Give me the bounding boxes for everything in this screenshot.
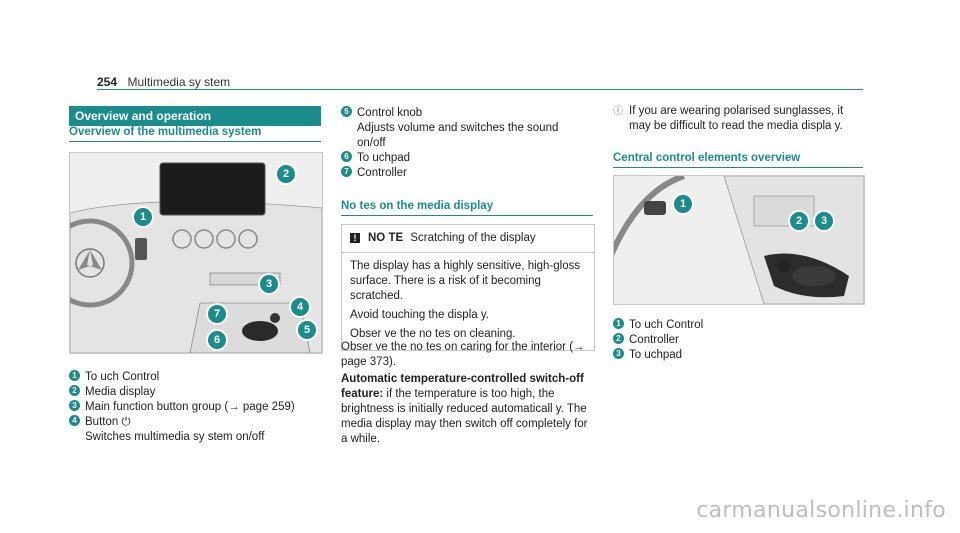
list-item: 3 Main function button group (→ page 259) bbox=[69, 400, 321, 415]
item-number-badge: 5 bbox=[341, 106, 352, 117]
item-text: Control knob bbox=[357, 107, 423, 119]
col3-heading-rule bbox=[613, 167, 863, 168]
item-number-badge: 2 bbox=[613, 333, 624, 344]
item-number-badge: 4 bbox=[69, 415, 80, 426]
info-text: If you are wearing polarised sunglasses,… bbox=[629, 105, 844, 132]
col1-heading-rule bbox=[69, 141, 321, 142]
callout-3: 3 bbox=[813, 210, 835, 232]
col1-item-list: 1 To uch Control 2 Media display 3 Main fun… bbox=[69, 370, 321, 445]
note-body: The display has a highly sensitive, high… bbox=[342, 253, 594, 350]
col3-item-list: 1 To uch Control 2 Controller 3 To uchpad bbox=[613, 318, 863, 363]
list-item: 3 To uchpad bbox=[613, 348, 863, 363]
list-item: 1 To uch Control bbox=[613, 318, 863, 333]
list-item: 6 To uchpad bbox=[341, 151, 593, 166]
list-item-continuation: on/off bbox=[357, 137, 386, 149]
header-rule bbox=[97, 89, 863, 90]
list-item: 2 Controller bbox=[613, 333, 863, 348]
item-number-badge: 3 bbox=[69, 400, 80, 411]
item-number-badge: 2 bbox=[69, 385, 80, 396]
console-drawing bbox=[614, 176, 864, 304]
callout-3: 3 bbox=[258, 273, 280, 295]
callout-2: 2 bbox=[275, 163, 297, 185]
note-paragraph: The display has a highly sensitive, high… bbox=[350, 260, 581, 302]
item-number-badge: 1 bbox=[613, 318, 624, 329]
notes-heading: No tes on the media display bbox=[341, 200, 494, 212]
item-text: Media display bbox=[85, 386, 156, 398]
callout-2: 2 bbox=[788, 210, 810, 232]
item-text: Switches multimedia sy stem on/off bbox=[85, 431, 265, 443]
dashboard-illustration: 1 2 3 4 5 6 7 bbox=[69, 152, 323, 354]
paragraph-bold-lead: Automatic temperature-controlled switch-… bbox=[341, 373, 584, 400]
page-number: 254 bbox=[97, 75, 118, 89]
item-text: Main function button group (→ page 259) bbox=[85, 401, 295, 413]
callout-4: 4 bbox=[289, 296, 311, 318]
note-header: ! NO TE Scratching of the display bbox=[342, 225, 594, 253]
note-label: NO TE bbox=[368, 232, 404, 244]
callout-1: 1 bbox=[132, 206, 154, 228]
list-item: 2 Media display bbox=[69, 385, 321, 400]
list-item-continuation: Adjusts volume and switches the sound bbox=[357, 122, 559, 134]
watermark: carmanualsonline.info bbox=[696, 498, 946, 523]
item-text: Controller bbox=[357, 167, 407, 179]
list-item-continuation: Switches multimedia sy stem on/off bbox=[69, 430, 321, 445]
note-paragraph: Avoid touching the displa y. bbox=[350, 309, 489, 321]
note-paragraph: Obser ve the no tes on cleaning. bbox=[350, 328, 516, 340]
section-title: Multimedia sy stem bbox=[127, 75, 231, 89]
paragraph-text: if the temperature is too high, the brig… bbox=[341, 388, 588, 445]
col2-paragraph-b: Automatic temperature-controlled switch-… bbox=[341, 372, 593, 447]
col1-heading: Overview of the multimedia system bbox=[69, 126, 262, 138]
item-text: To uchpad bbox=[357, 152, 411, 164]
section-bar-label: Overview and operation bbox=[75, 109, 212, 123]
note-title: Scratching of the display bbox=[410, 232, 536, 244]
list-item: 7 Controller bbox=[341, 166, 593, 181]
info-icon: ⓘ bbox=[613, 106, 623, 117]
warning-icon: ! bbox=[350, 233, 360, 243]
item-text: To uch Control bbox=[85, 371, 160, 383]
notes-heading-rule bbox=[341, 215, 593, 216]
section-bar: Overview and operation bbox=[69, 106, 321, 126]
item-text: Button ⏻ bbox=[85, 416, 131, 428]
list-item: 1 To uch Control bbox=[69, 370, 321, 385]
callout-1: 1 bbox=[672, 193, 694, 215]
col3-heading: Central control elements overview bbox=[613, 152, 801, 164]
console-illustration: 1 2 3 bbox=[613, 175, 865, 305]
item-number-badge: 3 bbox=[613, 348, 624, 359]
callout-6: 6 bbox=[206, 329, 228, 351]
col2-paragraph-a: Obser ve the no tes on caring for the in… bbox=[341, 341, 585, 368]
col2-item-list: 5 Control knob Adjusts volume and switche… bbox=[341, 106, 593, 181]
list-item: 4 Button ⏻ bbox=[69, 415, 321, 430]
list-item: 5 Control knob bbox=[341, 106, 593, 121]
item-text: To uchpad bbox=[629, 349, 683, 361]
item-number-badge: 6 bbox=[341, 151, 352, 162]
callout-7: 7 bbox=[206, 303, 228, 325]
item-text: Controller bbox=[629, 334, 679, 346]
info-note: ⓘ If you are wearing polarised sunglasse… bbox=[613, 104, 863, 134]
item-number-badge: 7 bbox=[341, 166, 352, 177]
note-box: ! NO TE Scratching of the display The dis… bbox=[341, 224, 595, 351]
callout-5: 5 bbox=[296, 319, 318, 341]
page-header: 254 Multimedia sy stem bbox=[97, 73, 230, 91]
item-text: To uch Control bbox=[629, 319, 704, 331]
item-number-badge: 1 bbox=[69, 370, 80, 381]
